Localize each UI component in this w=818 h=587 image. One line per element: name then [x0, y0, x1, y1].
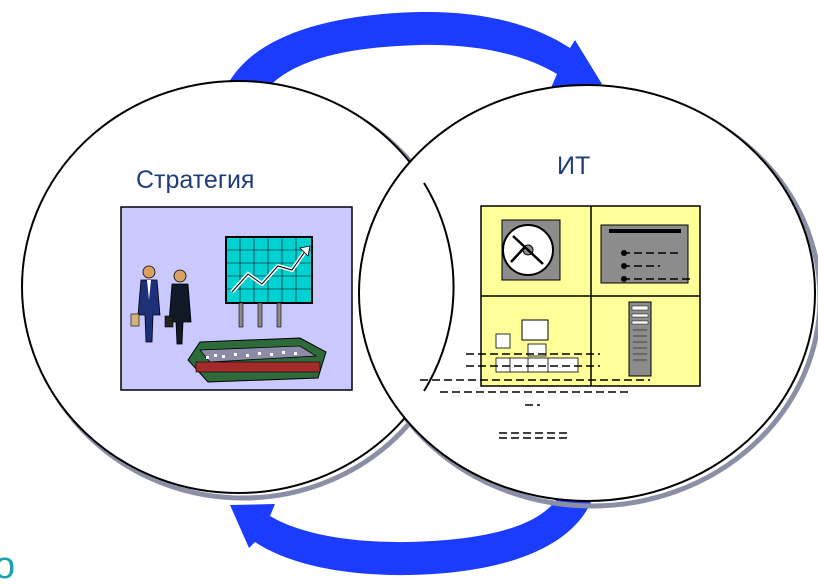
growth-chart-billboard-icon: [225, 236, 313, 328]
document-list-icon: [600, 224, 690, 284]
network-computers-icon: [420, 319, 650, 439]
upper-cycle-arrow-icon: [228, 11, 602, 90]
left-circle-overlap-arc: [423, 182, 455, 392]
factory-icon: [187, 337, 327, 383]
strategy-picture-panel: [120, 206, 353, 391]
it-picture-panel: [420, 205, 701, 439]
cd-disc-icon: [501, 219, 561, 281]
business-people-icon: [130, 265, 192, 345]
strategy-label: Стратегия: [136, 166, 255, 194]
it-label: ИТ: [557, 152, 591, 180]
lower-cycle-arrow-icon: [230, 500, 591, 576]
corner-glyph: о: [0, 545, 16, 587]
server-tower-icon: [628, 301, 652, 377]
